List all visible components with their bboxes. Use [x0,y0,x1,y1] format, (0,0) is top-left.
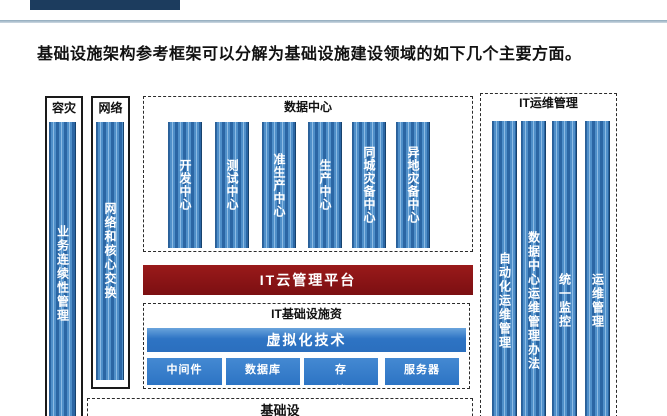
ops-management-label: 运维管理 [590,273,605,329]
dc-ops-management-measures-label: 数据中心运维管理办法 [526,231,541,371]
dev-center-bar: 开发中心 [168,122,202,248]
virtualization-technology-bar: 虚拟化技术 [147,328,466,352]
business-continuity-bar: 业务连续性管理 [49,122,76,416]
unified-monitoring-bar: 统一监控 [552,121,577,416]
virtualization-technology-label: 虚拟化技术 [266,332,347,348]
remote-dr-center-label: 异地灾备中心 [406,146,420,224]
header-divider-line [0,20,667,23]
test-center-label: 测试中心 [225,159,239,211]
database-label: 数据库 [245,364,281,376]
database-box: 数据库 [226,358,300,385]
server-box: 服务器 [385,358,459,385]
it-cloud-management-platform-label: IT云管理平台 [259,272,357,288]
pre-production-center-bar: 准生产中心 [262,122,296,248]
dc-ops-management-measures-bar: 数据中心运维管理办法 [521,121,546,416]
middleware-label: 中间件 [166,364,203,376]
foundation-title: 基础设 [260,403,300,416]
storage-label: 存储 [335,364,347,376]
production-center-label: 生产中心 [318,159,332,211]
foundation-group: 基础设 [87,398,473,416]
local-dr-center-bar: 同城灾备中心 [352,122,386,248]
storage-box: 存储 [304,358,378,385]
page-title: 基础设施架构参考框架可以分解为基础设施建设领域的如下几个主要方面。 [37,46,582,63]
unified-monitoring-label: 统一监控 [557,273,572,329]
pre-production-center-label: 准生产中心 [272,152,286,218]
test-center-bar: 测试中心 [215,122,249,248]
network-title: 网络 [98,101,123,115]
dev-center-label: 开发中心 [178,159,192,211]
it-infrastructure-title: IT基础设施资 [271,307,342,321]
data-center-title: 数据中心 [283,100,332,114]
ops-management-bar: 运维管理 [585,121,610,416]
middleware-box: 中间件 [147,358,222,385]
network-core-switching-bar: 网络和核心交换 [96,122,124,380]
network-core-switching-label: 网络和核心交换 [103,202,117,300]
disaster-recovery-title: 容灾 [51,101,76,115]
local-dr-center-label: 同城灾备中心 [362,146,376,224]
server-label: 服务器 [404,364,440,376]
production-center-bar: 生产中心 [308,122,342,248]
business-continuity-label: 业务连续性管理 [55,225,70,323]
it-cloud-management-platform-bar: IT云管理平台 [143,265,473,295]
remote-dr-center-bar: 异地灾备中心 [396,122,430,248]
it-operations-title: IT运维管理 [519,96,578,110]
automated-ops-bar: 自动化运维管理 [492,121,517,416]
top-banner-fragment [30,0,180,10]
automated-ops-label: 自动化运维管理 [497,252,512,350]
